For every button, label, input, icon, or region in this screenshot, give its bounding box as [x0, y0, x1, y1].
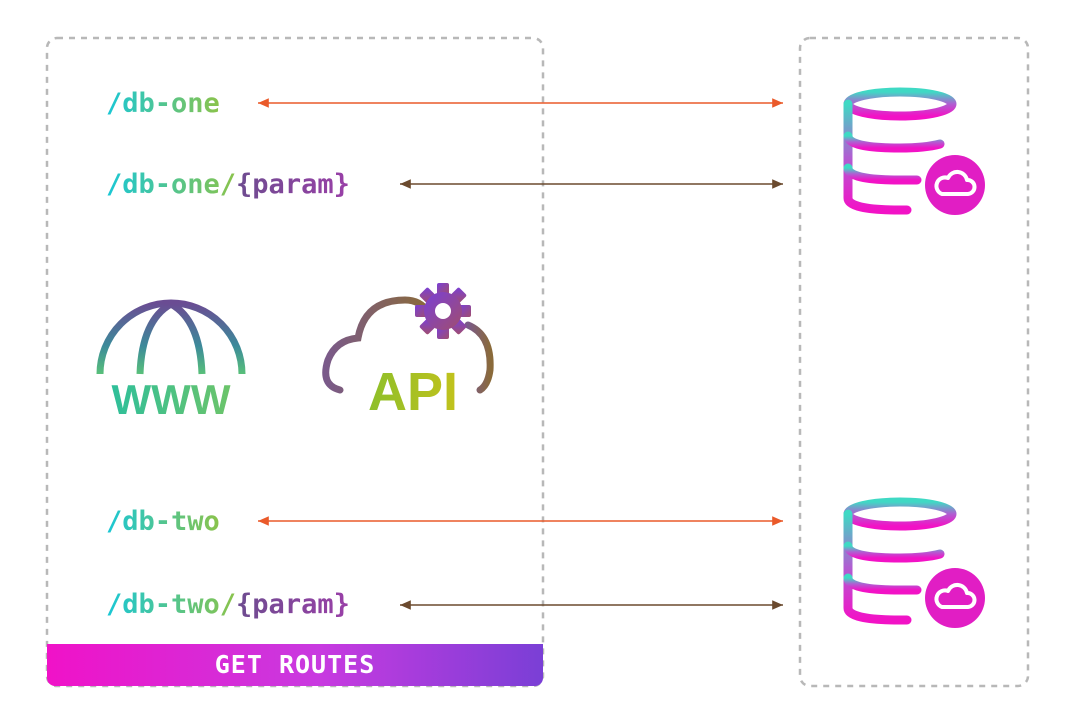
route-param: {param} — [236, 589, 350, 620]
api-text: API — [368, 362, 458, 422]
route-path: /db-two/ — [106, 589, 237, 620]
route-db-two-param: /db-two/{param} — [106, 591, 350, 618]
databases-container — [798, 36, 1030, 688]
route-path: /db-one — [106, 88, 220, 119]
globe-www-icon: WWW — [96, 299, 246, 423]
api-cloud-gear-icon: API — [322, 283, 494, 422]
route-param: {param} — [236, 169, 350, 200]
www-text: WWW — [112, 376, 231, 423]
cloud-database-icon — [843, 497, 985, 628]
route-db-one-param: /db-one/{param} — [106, 171, 350, 198]
get-routes-banner: GET ROUTES — [47, 644, 543, 686]
get-routes-label: GET ROUTES — [214, 650, 376, 679]
routes-container — [45, 36, 545, 688]
cloud-database-icon — [843, 87, 985, 215]
route-path: /db-one/ — [106, 169, 237, 200]
route-db-one: /db-one — [106, 90, 220, 117]
gear-icon — [415, 283, 471, 339]
route-path: /db-two — [106, 506, 220, 537]
route-db-two: /db-two — [106, 508, 220, 535]
